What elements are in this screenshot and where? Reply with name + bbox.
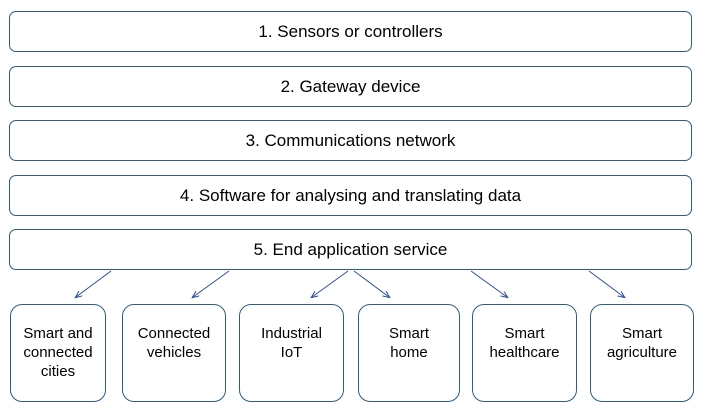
app-smart-agriculture: Smart agriculture [590, 304, 694, 402]
layer-communications-network: 3. Communications network [9, 120, 692, 161]
arrow-to-connected-vehicles [193, 270, 230, 297]
app-label: Smart agriculture [606, 325, 678, 361]
app-label: Industrial IoT [261, 325, 322, 361]
app-smart-home: Smart home [358, 304, 460, 402]
app-label: Smart home [388, 325, 429, 361]
app-smart-healthcare: Smart healthcare [472, 304, 577, 402]
app-smart-connected-cities: Smart and connected cities [10, 304, 106, 402]
layer-label: 5. End application service [253, 239, 448, 259]
layer-gateway-device: 2. Gateway device [9, 66, 692, 107]
arrow-to-smart-agriculture [588, 270, 624, 297]
layer-software-analysing-data: 4. Software for analysing and translatin… [9, 175, 692, 216]
arrow-to-industrial-iot [312, 270, 349, 297]
layer-label: 3. Communications network [245, 130, 456, 150]
arrow-to-smart-home [353, 270, 389, 297]
layer-label: 4. Software for analysing and translatin… [179, 185, 522, 205]
layer-label: 1. Sensors or controllers [258, 21, 443, 41]
app-label: Smart healthcare [489, 325, 560, 361]
layer-end-application-service: 5. End application service [9, 229, 692, 270]
layer-label: 2. Gateway device [280, 76, 421, 96]
app-industrial-iot: Industrial IoT [239, 304, 344, 402]
app-connected-vehicles: Connected vehicles [122, 304, 226, 402]
arrow-to-smart-cities [76, 270, 112, 297]
arrow-to-smart-healthcare [470, 270, 507, 297]
app-label: Connected vehicles [137, 325, 211, 361]
app-label: Smart and connected cities [23, 325, 93, 380]
layer-sensors-or-controllers: 1. Sensors or controllers [9, 11, 692, 52]
